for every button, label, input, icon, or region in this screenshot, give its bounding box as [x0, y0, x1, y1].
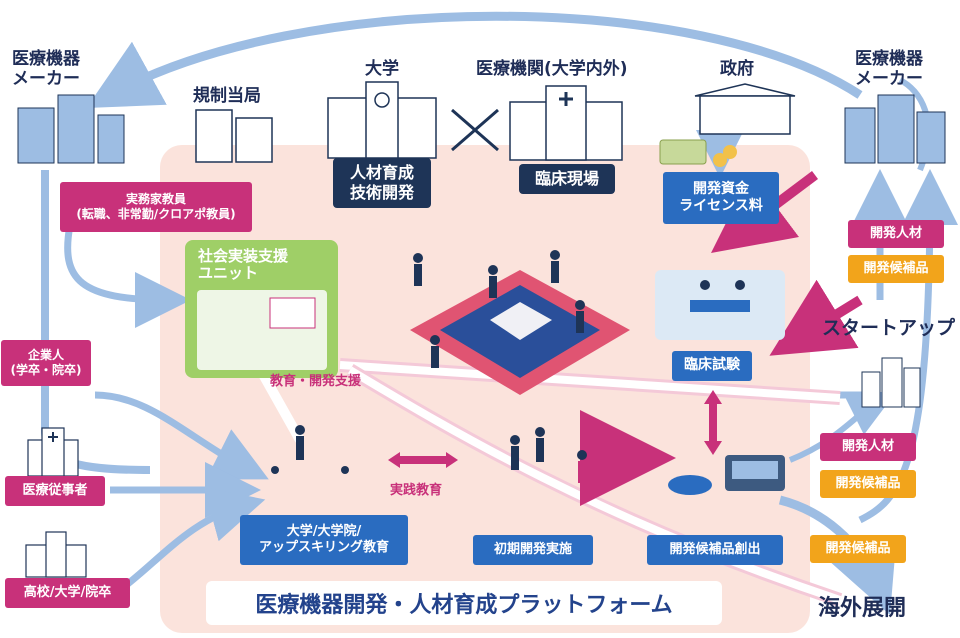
platform-title: 医療機器開発・人材育成プラットフォーム [206, 581, 722, 625]
cross-symbol [451, 108, 499, 152]
dev-talent-1-box: 開発人材 [848, 220, 944, 248]
medical-inst-label: 医療機関(大学内外) [476, 59, 628, 79]
initial-dev-box: 初期開発実施 [473, 535, 593, 565]
univ-edu-box: 大学/大学院/ アップスキリング教育 [240, 515, 408, 565]
medical-staff-box: 医療従事者 [5, 476, 105, 506]
people-illustration [271, 250, 587, 483]
money-icon [659, 139, 737, 167]
device-illustration [668, 455, 785, 495]
edu-dev-support-label: 教育・開発支援 [270, 374, 362, 389]
medical-staff-building-icon [27, 427, 79, 477]
dev-candidate-3-box: 開発候補品 [810, 535, 906, 563]
clinical-site-box: 臨床現場 [519, 164, 615, 194]
government-building-icon [694, 83, 796, 135]
regulator-label: 規制当局 [193, 86, 261, 106]
candidate-create-box: 開発候補品創出 [647, 535, 783, 565]
puzzle-illustration [410, 270, 630, 395]
corporate-box: 企業人 (学卒・院卒) [1, 340, 91, 386]
hr-dev-tech-box: 人材育成 技術開発 [333, 158, 431, 208]
maker-left-label: 医療機器 メーカー [12, 49, 80, 89]
top-arc-arrow [86, 11, 863, 109]
maker-right-building-icon [844, 94, 946, 164]
social-unit-label: 社会実装支援 ユニット [198, 247, 289, 283]
practical-edu-label: 実践教育 [390, 483, 443, 498]
to-overseas-arrow [778, 495, 897, 616]
startup-building-icon [861, 357, 921, 408]
students-to-edu-arrow [117, 487, 266, 593]
government-label: 政府 [720, 59, 754, 79]
teacher-to-unit-arrow [64, 224, 191, 328]
hospital-building-icon [509, 85, 623, 161]
university-label: 大学 [365, 59, 399, 79]
startup-to-trial-arrow [769, 279, 863, 356]
students-box: 高校/大学/院卒 [5, 578, 130, 608]
regulator-building-icon [195, 109, 273, 163]
clinical-trial-illustration [655, 270, 785, 340]
school-building-icon [25, 531, 87, 578]
dev-candidate-1-box: 開発候補品 [848, 255, 944, 283]
startup-label: スタートアップ [822, 317, 956, 339]
corporate-to-edu-arrow [94, 391, 269, 480]
overseas-label: 海外展開 [818, 596, 907, 621]
university-building-icon [327, 81, 437, 159]
practitioner-teacher-box: 実務家教員 (転職、非常勤/クロアポ教員) [60, 182, 252, 232]
dev-talent-2-box: 開発人材 [820, 433, 916, 461]
clinical-trial-box: 臨床試験 [672, 351, 752, 381]
funding-box: 開発資金 ライセンス料 [663, 172, 779, 224]
maker-right-label: 医療機器 メーカー [855, 49, 923, 89]
maker-left-building-icon [17, 94, 125, 164]
dev-candidate-2-box: 開発候補品 [820, 470, 916, 498]
